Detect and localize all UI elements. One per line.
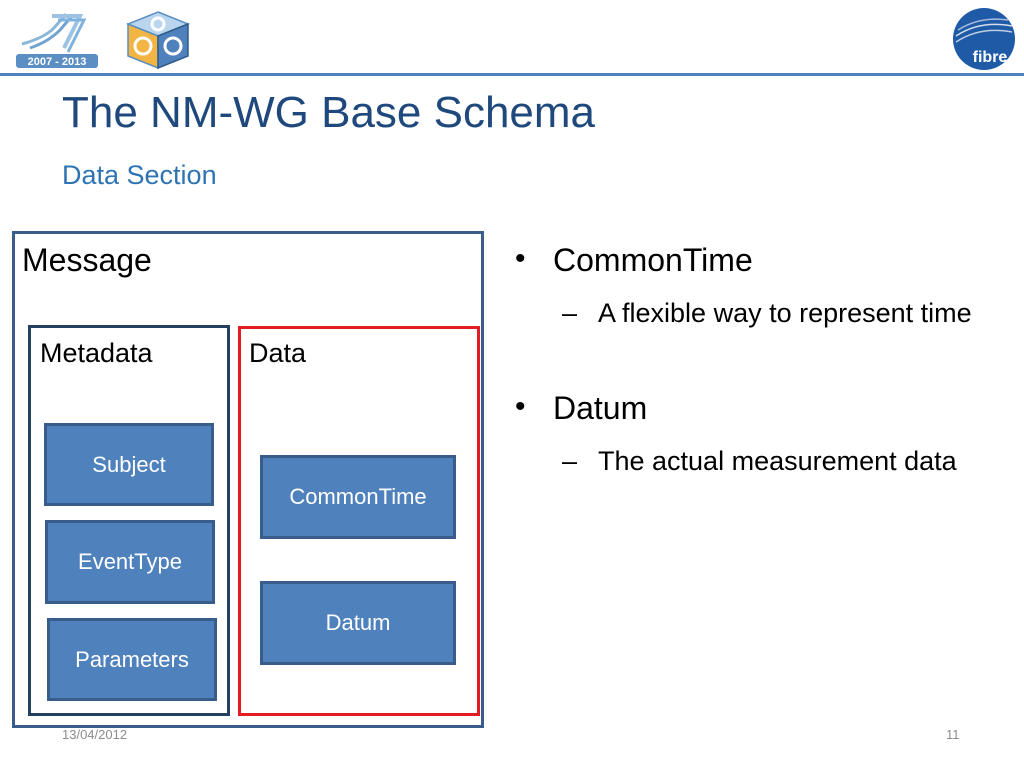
footer-date: 13/04/2012 [62, 727, 128, 742]
sub-bullet-item: – A flexible way to represent time [562, 293, 978, 334]
metadata-container [28, 325, 230, 716]
fp7-logo-text: 2007 - 2013 [28, 56, 87, 68]
data-container [238, 326, 480, 716]
fp7-logo: 2007 - 2013 [14, 8, 100, 70]
dash-icon: – [562, 298, 578, 328]
sub-bullet-text: The actual measurement data [598, 446, 957, 476]
sub-bullet-item: – The actual measurement data [562, 441, 978, 482]
message-container [12, 231, 484, 728]
metadata-label: Metadata [40, 338, 153, 368]
bullet-text: CommonTime [553, 242, 753, 278]
sub-bullet-text: A flexible way to represent time [598, 298, 972, 328]
bullet-item: • Datum [515, 390, 648, 427]
bullet-item: • CommonTime [515, 242, 753, 279]
eventtype-node: EventType [45, 520, 215, 604]
slide-title: The NM-WG Base Schema [62, 88, 596, 137]
subject-node: Subject [44, 423, 214, 506]
bullet-dot-icon: • [515, 390, 526, 423]
commontime-node: CommonTime [260, 455, 456, 539]
header-divider [0, 73, 1024, 76]
fibre-logo: fibre [950, 6, 1018, 72]
bullet-dot-icon: • [515, 242, 526, 275]
page-number: 11 [946, 727, 960, 742]
bullet-text: Datum [553, 390, 648, 426]
message-label: Message [22, 242, 152, 278]
data-label: Data [249, 338, 307, 368]
slide-subtitle: Data Section [62, 160, 217, 190]
fibre-logo-text: fibre [973, 49, 1008, 66]
parameters-node: Parameters [47, 618, 217, 701]
datum-node: Datum [260, 581, 456, 665]
cube-logo [120, 8, 196, 72]
dash-icon: – [562, 446, 578, 476]
